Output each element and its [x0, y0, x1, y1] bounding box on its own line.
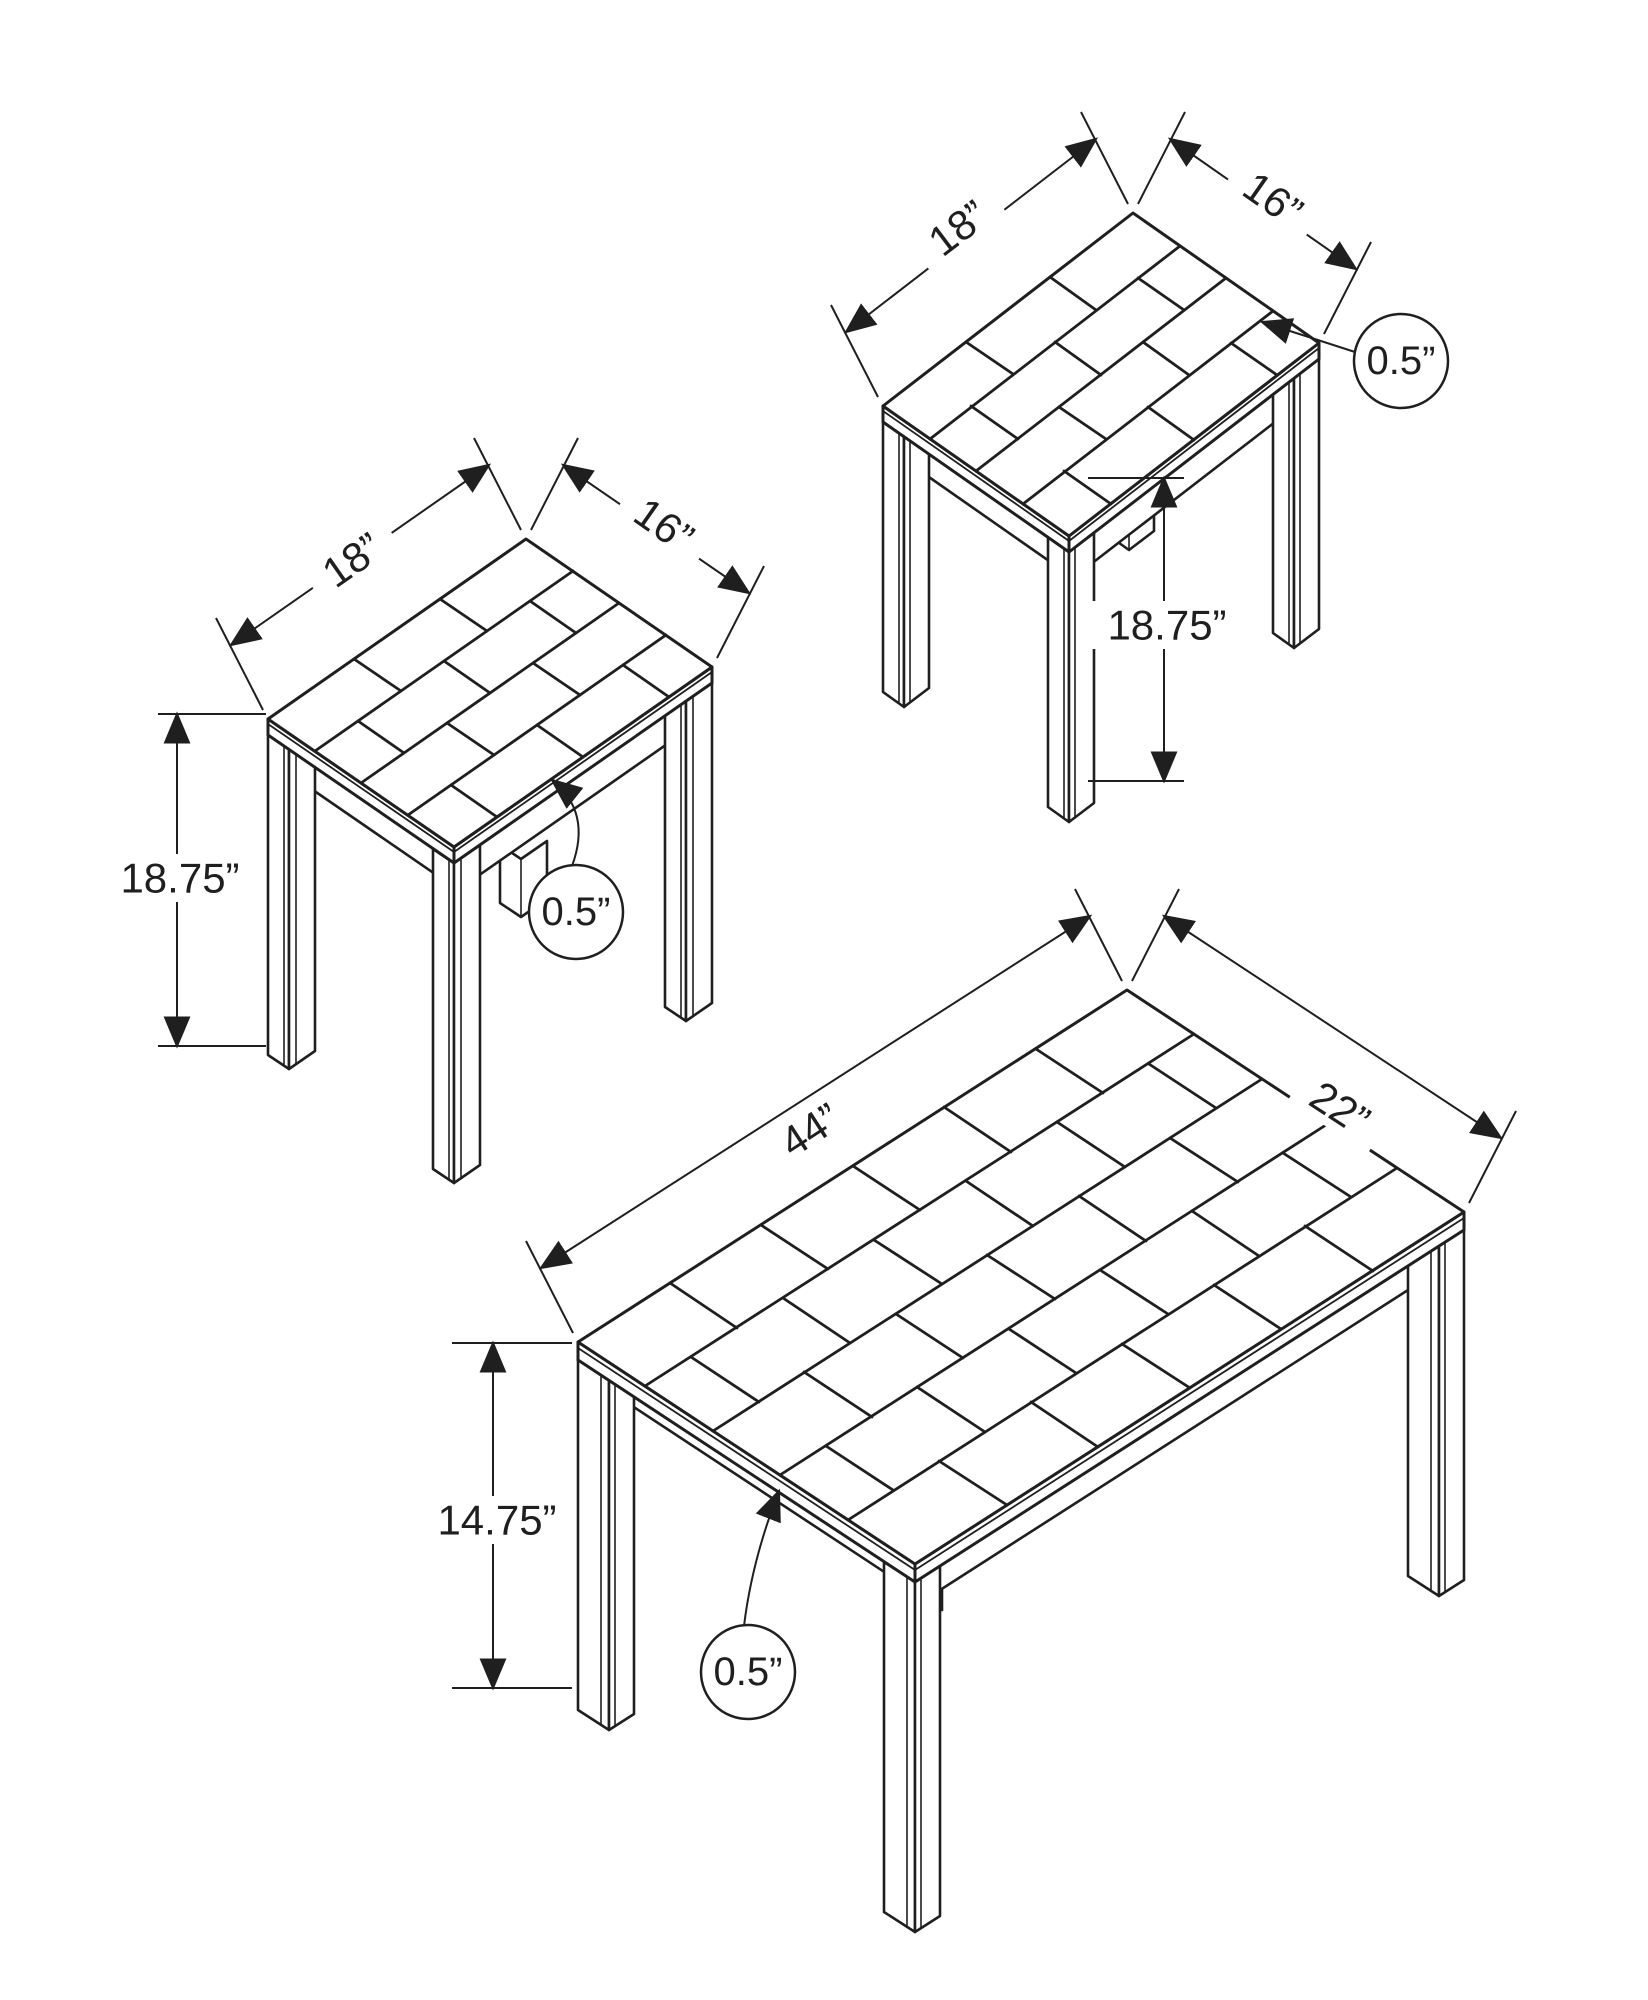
end-table-top-right: 18” 16” 18.75” 0.5” [830, 111, 1450, 824]
thickness-callout-circle [1352, 312, 1450, 410]
table-top [266, 537, 714, 865]
table-dimensions: 18” 16” 18.75” 0.5” [830, 111, 1450, 784]
dim-label-thickness: 0.5” [542, 890, 611, 934]
tile-pattern [313, 569, 671, 819]
table-top [881, 211, 1321, 554]
dim-label-height: 18.75” [1107, 602, 1226, 649]
thickness-callout-circle [699, 1623, 797, 1721]
dim-label-thickness: 0.5” [1367, 339, 1436, 383]
coffee-table-bottom: 44” 22” 14.75” 0.5” [421, 888, 1517, 1934]
dim-label-thickness: 0.5” [714, 1650, 783, 1694]
dim-label-height: 14.75” [437, 1497, 556, 1544]
end-table-left: 18” 16” 18.75” 0.5” [104, 437, 765, 1185]
dim-label-height: 18.75” [120, 855, 239, 902]
